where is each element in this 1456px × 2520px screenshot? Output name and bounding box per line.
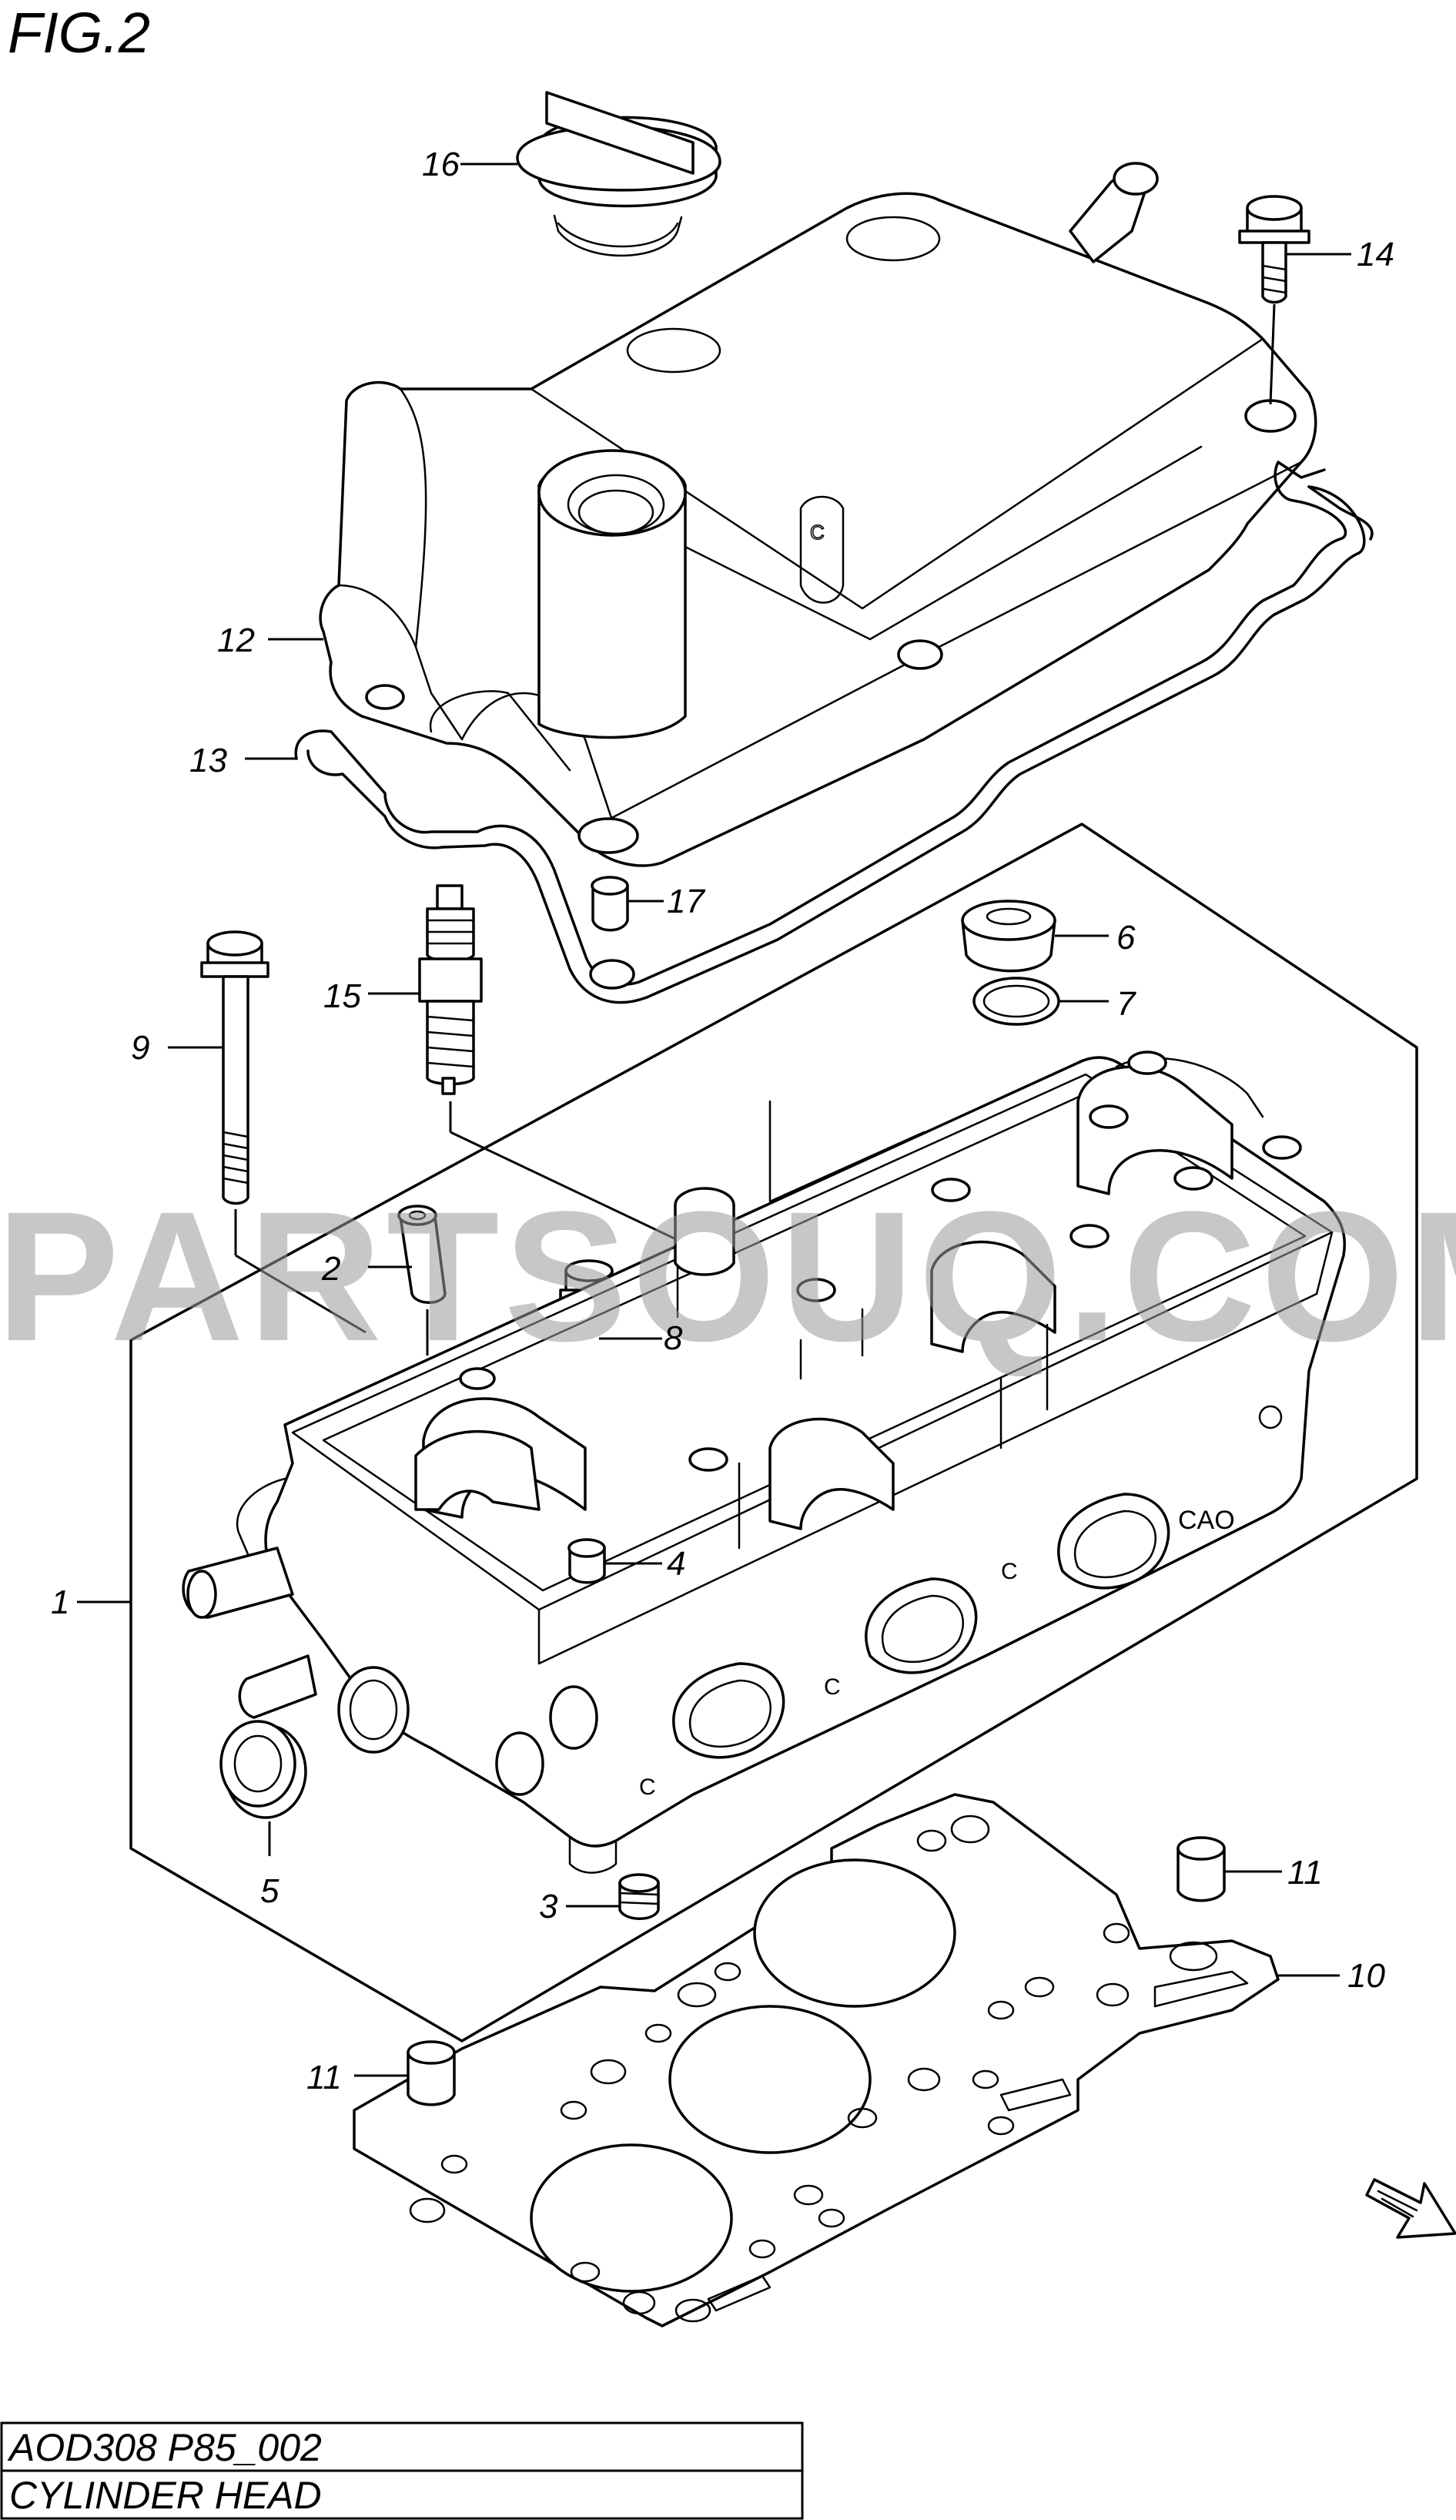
oil-seal-5	[219, 1720, 307, 1856]
callout-8: 8	[664, 1319, 683, 1357]
assembly-bracket	[129, 823, 1418, 2042]
leader-lines	[77, 163, 1351, 2077]
svg-text:CAO: CAO	[1178, 1506, 1235, 1535]
cover-bolt	[1238, 195, 1310, 405]
cylinder-head: CAO C C C	[182, 1051, 1346, 1874]
callout-16: 16	[422, 146, 460, 183]
callout-1: 1	[51, 1583, 69, 1621]
callout-12: 12	[217, 622, 255, 659]
callout-17: 17	[667, 883, 705, 920]
callout-3: 3	[539, 1888, 558, 1925]
valve-guide-2	[397, 1205, 447, 1356]
callout-6: 6	[1116, 919, 1136, 957]
callout-9: 9	[131, 1029, 149, 1067]
front-direction-arrow	[1365, 2178, 1456, 2239]
cylinder-head-cover: C	[319, 162, 1317, 867]
svg-text:C: C	[1001, 1559, 1018, 1584]
watermark: PARTSOUQ.COM	[0, 1173, 1456, 1379]
callout-2: 2	[321, 1250, 340, 1288]
spark-plug	[418, 884, 678, 1242]
svg-text:C: C	[824, 1674, 841, 1700]
callout-11-upper: 11	[1287, 1854, 1323, 1892]
figure-label: FIG.2	[8, 1, 150, 65]
head-gasket	[353, 1793, 1280, 2327]
dowel-pin-11-lower	[407, 2040, 456, 2106]
callout-7: 7	[1116, 985, 1136, 1023]
oil-filler-cap	[516, 91, 721, 257]
title-block: AOD308 P85_002 CYLINDER HEAD	[0, 2421, 804, 2520]
dowel-pin-17	[591, 876, 629, 932]
callout-4: 4	[667, 1545, 685, 1583]
callout-15: 15	[323, 977, 361, 1015]
dowel-pin-11-upper	[1177, 1836, 1226, 1902]
plug-3	[618, 1873, 660, 1920]
cover-gasket	[294, 461, 1374, 1004]
plug-6	[961, 900, 1056, 973]
cam-cap-studs	[459, 1051, 1302, 1472]
callout-5: 5	[260, 1872, 279, 1910]
o-ring-7	[972, 977, 1060, 1026]
head-bolt-9	[200, 930, 367, 1334]
svg-text:C: C	[810, 521, 825, 544]
dowel-pin-4	[567, 1538, 606, 1584]
callout-14: 14	[1357, 236, 1394, 273]
callout-11-lower: 11	[306, 2059, 342, 2096]
callout-labels: 1 2 3 4 5 6 7 8 9 10 11 11 12 13 14 15 1…	[51, 146, 1394, 2096]
svg-text:C: C	[639, 1774, 656, 1800]
callout-10: 10	[1347, 1957, 1385, 1995]
diagram-title: CYLINDER HEAD	[9, 2474, 322, 2517]
callout-13: 13	[189, 742, 227, 779]
diagram-code: AOD308 P85_002	[7, 2426, 322, 2469]
